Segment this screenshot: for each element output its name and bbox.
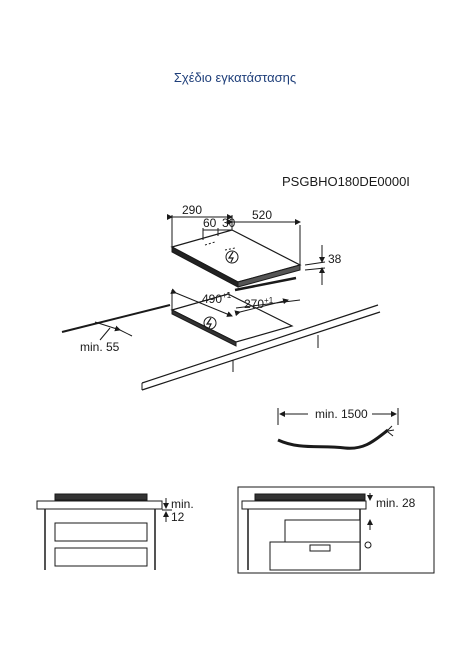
cutout-depth-label: 270+1: [244, 296, 274, 311]
front-margin-label: min. 55: [80, 340, 120, 354]
left-side-view: [36, 493, 172, 570]
left-clearance-label: min.: [171, 497, 194, 511]
cutout-hole: [170, 293, 294, 343]
hob-depth-label: 290: [182, 203, 202, 217]
page-title: Σχέδιο εγκατάστασης: [173, 70, 297, 85]
hob-inner-a-label: 60: [203, 216, 217, 230]
model-code: PSGBHO180DE0000I: [282, 174, 410, 189]
hob-inner-b-label: 30: [222, 216, 236, 230]
cable-length-label: min. 1500: [315, 407, 368, 421]
hob-width-label: 520: [252, 208, 272, 222]
cutout-drawing: [61, 288, 381, 391]
cutout-power-icon: [203, 316, 217, 330]
worktop-edge-line: [234, 276, 297, 292]
cable-drawing: [277, 408, 399, 450]
hob-drawing: [167, 214, 326, 288]
cutout-width-label: 490+1: [202, 291, 232, 306]
right-clearance-label: min. 28: [376, 496, 416, 510]
hob-side-edge: [237, 264, 301, 288]
hob-power-icon: [225, 250, 239, 264]
left-clearance-value: 12: [171, 510, 185, 524]
right-side-view: [237, 486, 435, 574]
hob-height-label: 38: [328, 252, 342, 266]
